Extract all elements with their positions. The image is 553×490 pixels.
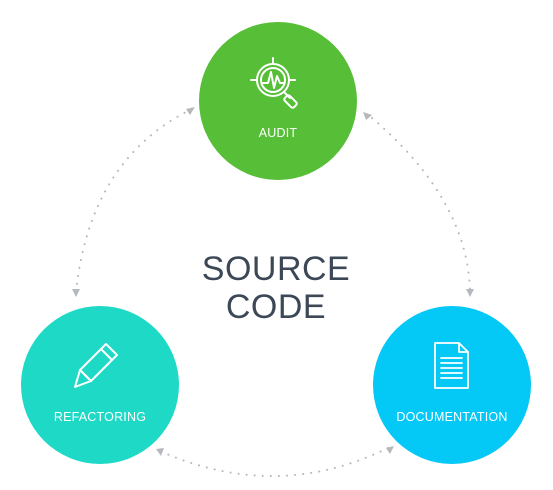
arrowhead-documentation-top bbox=[466, 289, 474, 297]
arrowhead-refactoring-top bbox=[72, 289, 80, 297]
arrowhead-audit-right bbox=[363, 112, 372, 120]
source-code-title-line2: CODE bbox=[225, 288, 327, 326]
pencil-icon bbox=[74, 343, 118, 388]
documentation-label: DOCUMENTATION bbox=[396, 410, 508, 424]
document-icon bbox=[434, 342, 469, 389]
source-code-title-line1: SOURCE bbox=[201, 250, 351, 288]
magnifier-chart-icon bbox=[250, 57, 298, 109]
documentation-node[interactable]: DOCUMENTATION bbox=[373, 306, 531, 464]
arrowhead-audit-left bbox=[186, 107, 195, 115]
arrowhead-refactoring-bottom bbox=[156, 448, 164, 456]
refactoring-label: REFACTORING bbox=[53, 410, 147, 424]
connector-refactoring-audit bbox=[75, 109, 191, 293]
audit-node[interactable]: AUDIT bbox=[199, 22, 357, 180]
connector-documentation-refactoring bbox=[161, 447, 389, 477]
audit-label: AUDIT bbox=[258, 126, 298, 140]
refactoring-node[interactable]: REFACTORING bbox=[21, 306, 179, 464]
connector-audit-documentation bbox=[371, 117, 471, 293]
arrowhead-documentation-bottom bbox=[386, 446, 394, 454]
